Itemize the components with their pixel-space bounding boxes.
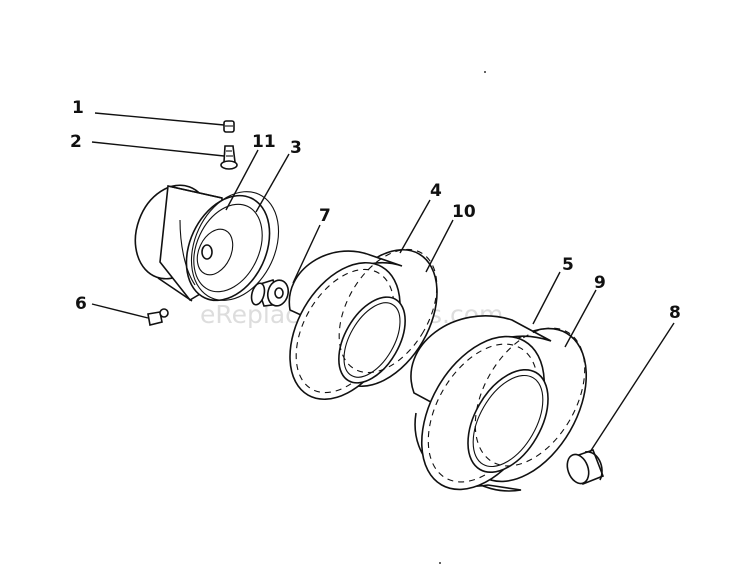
rear-tire[interactable]: [396, 307, 611, 511]
callout-6: 6: [75, 294, 87, 314]
callout-8: 8: [669, 303, 681, 323]
leader-lines: [91, 112, 675, 453]
callout-3: 3: [290, 138, 302, 158]
valve-cap[interactable]: [223, 120, 235, 133]
rim[interactable]: [123, 175, 286, 314]
front-tire[interactable]: [267, 230, 459, 418]
callout-4: 4: [430, 181, 442, 201]
callout-10: 10: [452, 202, 476, 222]
callout-9: 9: [594, 273, 606, 293]
grease-fitting[interactable]: [147, 308, 169, 326]
callout-5: 5: [562, 255, 574, 275]
valve-stem[interactable]: [220, 145, 238, 170]
print-speck: [439, 562, 441, 564]
callout-1: 1: [72, 98, 84, 118]
balance-ring: [190, 191, 280, 301]
spacer-sleeve[interactable]: [249, 278, 291, 308]
rear-tube: [474, 327, 586, 467]
callout-2: 2: [70, 132, 82, 152]
callout-11: 11: [252, 132, 276, 152]
print-speck: [484, 71, 486, 73]
front-tube: [338, 248, 438, 374]
callout-7: 7: [319, 206, 331, 226]
hub-cap[interactable]: [563, 448, 605, 487]
